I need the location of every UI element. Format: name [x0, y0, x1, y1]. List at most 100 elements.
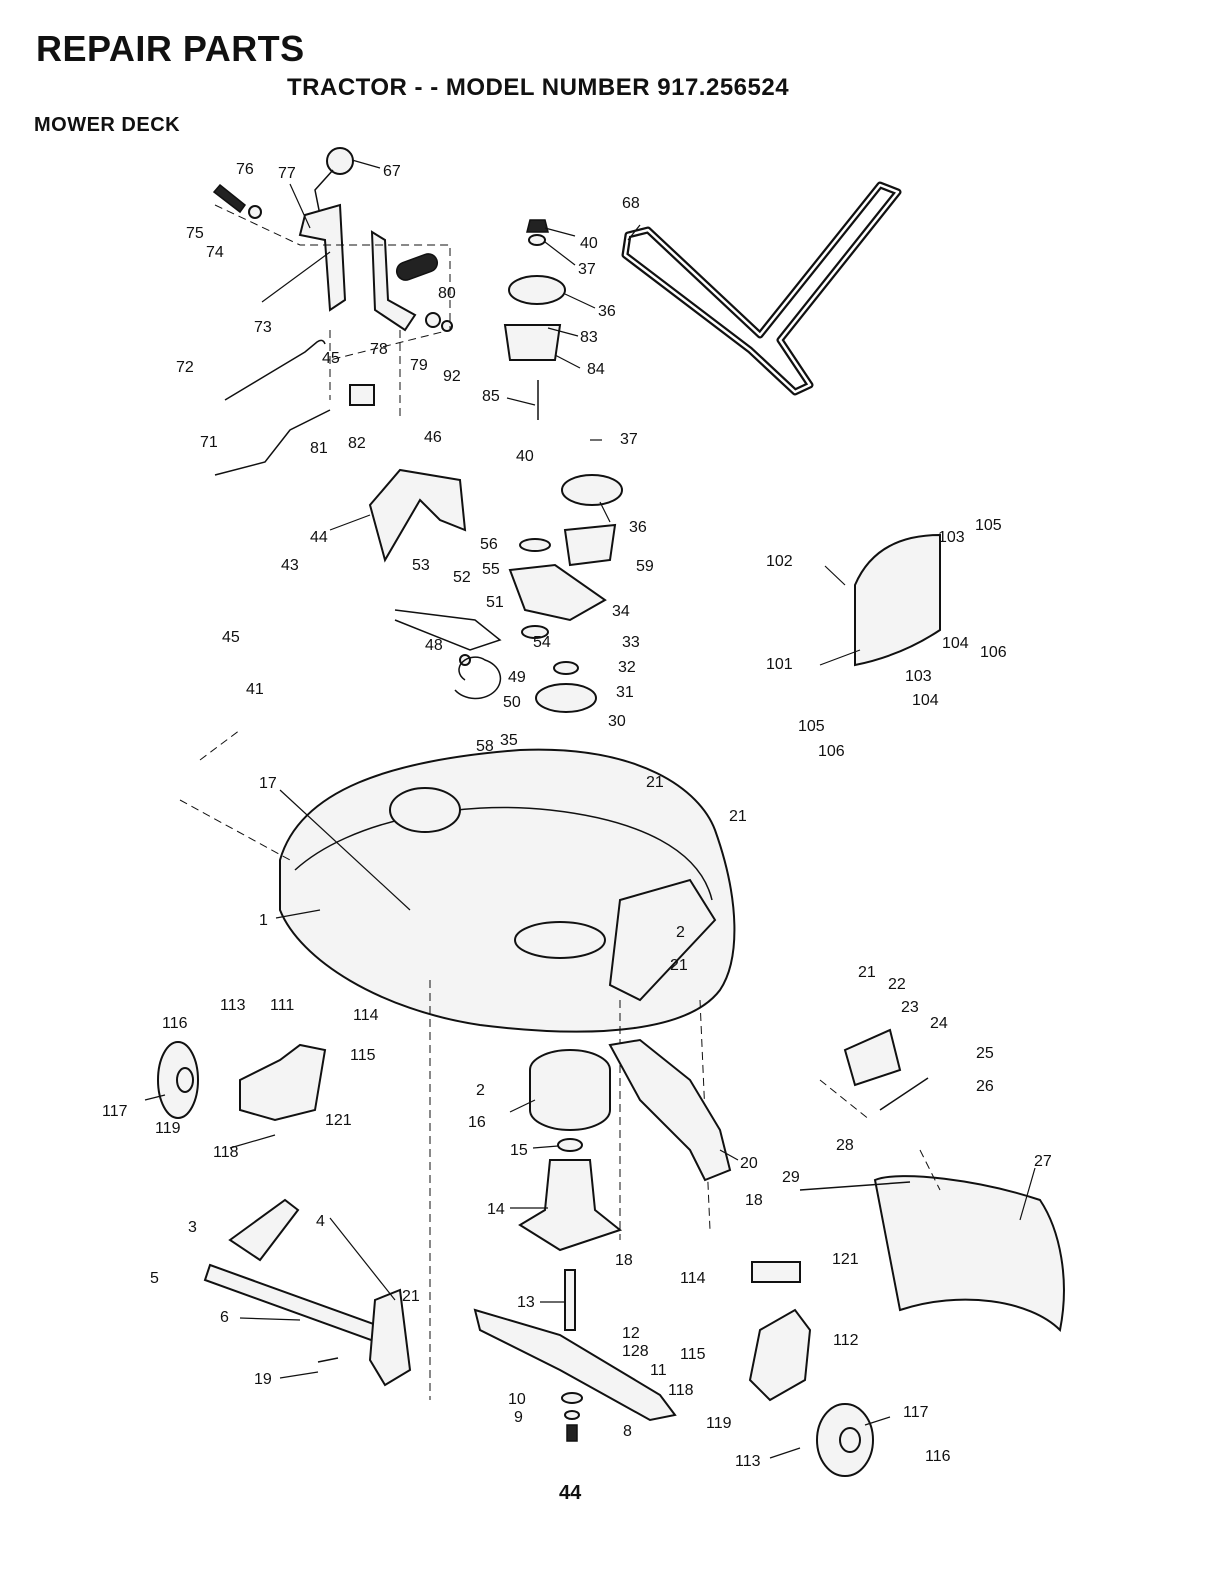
callout-label: 21 [670, 957, 688, 974]
callout-label: 114 [353, 1007, 379, 1024]
blade-spindle-group [473, 1038, 732, 1442]
callout-label: 48 [425, 637, 443, 654]
callout-label: 115 [680, 1346, 706, 1363]
callout-label: 52 [453, 569, 471, 586]
callout-label: 58 [476, 738, 494, 755]
callout-label: 36 [629, 519, 647, 536]
idler-pulley-36a [508, 275, 566, 305]
callout-label: 80 [438, 285, 456, 302]
callout-label: 21 [402, 1288, 420, 1305]
callout-label: 18 [615, 1252, 633, 1269]
deflector-group [799, 533, 1065, 1333]
callout-label: 78 [370, 341, 388, 358]
callout-label: 103 [938, 529, 965, 546]
page-title: REPAIR PARTS [36, 28, 305, 69]
blade-11 [473, 1308, 677, 1422]
callout-label: 92 [443, 368, 461, 385]
callout-label: 45 [322, 350, 340, 367]
callout-label: 3 [188, 1219, 197, 1236]
bearing-15 [557, 1138, 583, 1152]
callout-label: 104 [912, 692, 939, 709]
callout-label: 13 [517, 1294, 535, 1311]
lift-bracket-plate [298, 203, 347, 312]
handle-grip-80 [395, 253, 439, 281]
section-title: MOWER DECK [34, 114, 181, 136]
callout-label: 121 [325, 1112, 352, 1129]
washer-54 [521, 625, 549, 639]
callout-label: 104 [942, 635, 969, 652]
mulching-cover-101 [854, 533, 941, 667]
callout-label: 17 [259, 775, 277, 792]
baffle-20 [608, 1038, 732, 1182]
callout-label: 31 [616, 684, 634, 701]
callout-label: 117 [903, 1404, 929, 1421]
callout-label: 54 [533, 634, 551, 651]
idler-bracket-55 [508, 563, 607, 622]
lift-linkage-parts [212, 147, 453, 476]
callout-label: 22 [888, 976, 906, 993]
callout-label: 67 [383, 163, 401, 180]
callout-label: 68 [622, 195, 640, 212]
callout-label: 43 [281, 557, 299, 574]
callout-label: 85 [482, 388, 500, 405]
callout-label: 32 [618, 659, 636, 676]
callout-label: 82 [348, 435, 366, 452]
callout-label: 55 [482, 561, 500, 578]
callout-label: 115 [350, 1047, 376, 1064]
callout-label: 8 [623, 1423, 632, 1440]
callout-label: 46 [424, 429, 442, 446]
callout-label: 83 [580, 329, 598, 346]
callout-label: 5 [150, 1270, 159, 1287]
spindle-opening-center [514, 921, 606, 959]
pulley-bracket-59 [563, 523, 617, 567]
callout-label: 105 [975, 517, 1002, 534]
nut-40a [526, 219, 549, 233]
deflector-27 [873, 1175, 1065, 1333]
callout-label: 30 [608, 713, 626, 730]
spindle-shaft-13 [564, 1269, 576, 1331]
washer-56 [519, 538, 551, 552]
callout-label: 40 [516, 448, 534, 465]
spring-25 [879, 1077, 929, 1111]
callout-label: 105 [798, 718, 825, 735]
callout-label: 2 [676, 924, 685, 941]
washer-79 [425, 312, 441, 328]
callout-label: 40 [580, 235, 598, 252]
front-link-parts [203, 1198, 412, 1387]
callout-label: 36 [598, 303, 616, 320]
callout-label: 20 [740, 1155, 758, 1172]
lift-arm-plate [370, 230, 417, 332]
discharge-opening [608, 878, 717, 1002]
callout-label: 118 [668, 1382, 694, 1399]
bracket-82 [349, 384, 375, 406]
callout-label: 113 [220, 997, 246, 1014]
pulley-bracket-84 [503, 324, 562, 361]
callout-label: 113 [735, 1453, 761, 1470]
callout-label: 77 [278, 165, 296, 182]
callout-label: 21 [729, 808, 747, 825]
page-number: 44 [559, 1482, 582, 1504]
nut-33 [553, 661, 579, 675]
callout-label: 35 [500, 732, 518, 749]
callout-label: 53 [412, 557, 430, 574]
callout-labels: 76 77 67 75 74 80 73 78 79 92 45 72 71 8… [102, 161, 1052, 1470]
callout-label: 84 [587, 361, 605, 378]
callout-label: 19 [254, 1371, 272, 1388]
callout-label: 41 [246, 681, 264, 698]
model-title: TRACTOR - - MODEL NUMBER 917.256524 [287, 74, 790, 101]
callout-label: 33 [622, 634, 640, 651]
callout-label: 56 [480, 536, 498, 553]
callout-label: 6 [220, 1309, 229, 1326]
callout-label: 12 [622, 1325, 640, 1342]
idler-pulley-36b [561, 474, 623, 506]
spindle-housing-14 [518, 1159, 623, 1252]
callout-label: 37 [578, 261, 596, 278]
callout-label: 4 [316, 1213, 325, 1230]
callout-label: 10 [508, 1391, 526, 1408]
callout-label: 106 [980, 644, 1007, 661]
callout-label: 50 [503, 694, 521, 711]
callout-label: 119 [155, 1120, 181, 1137]
callout-label: 9 [514, 1409, 523, 1426]
bracket-4 [368, 1288, 412, 1387]
